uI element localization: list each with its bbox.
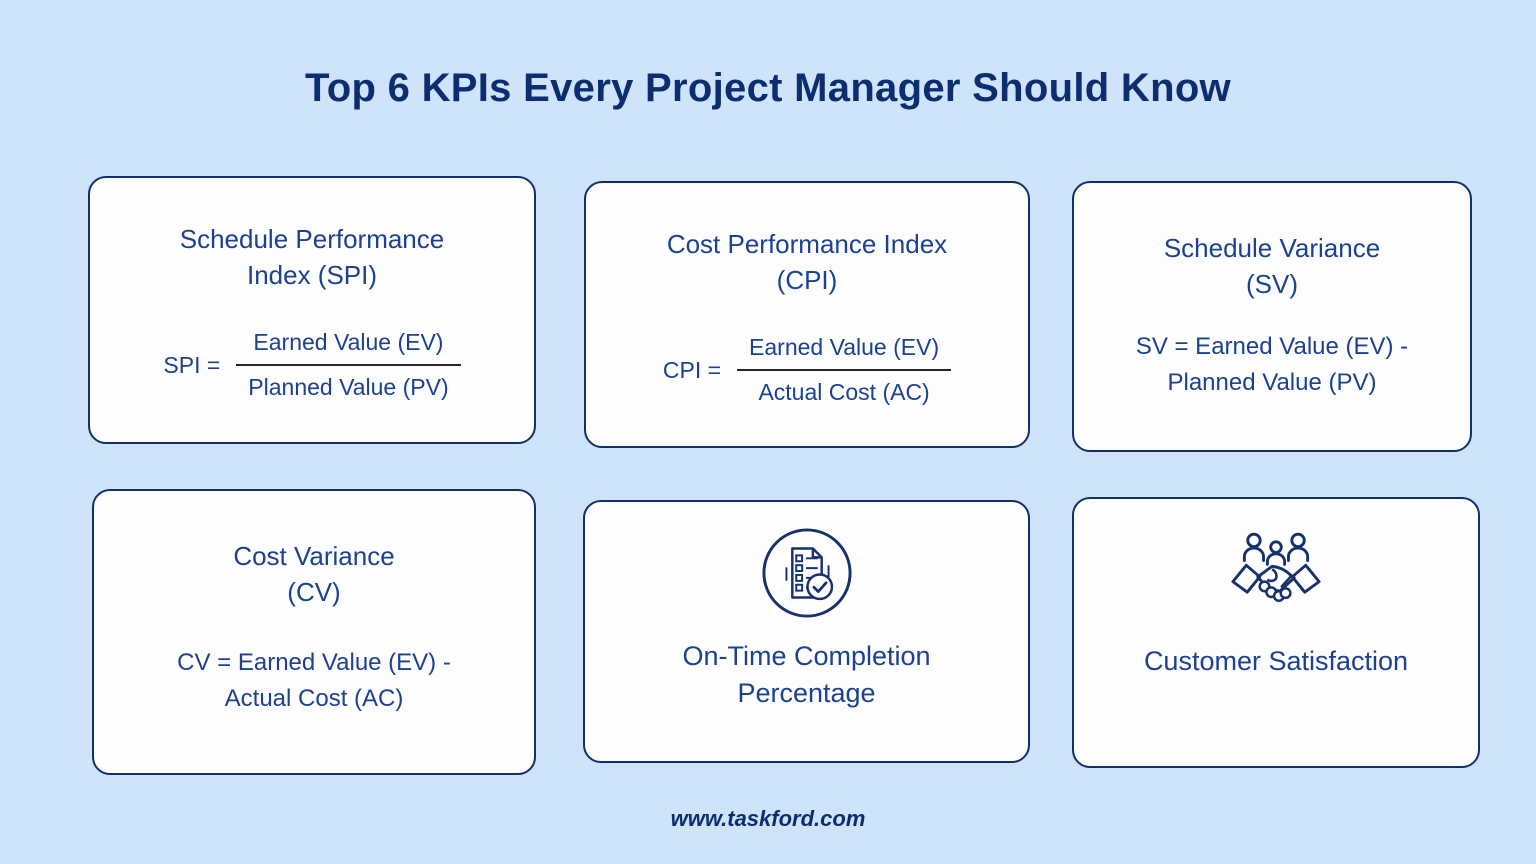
fraction-bar <box>737 369 952 372</box>
page-title: Top 6 KPIs Every Project Manager Should … <box>305 66 1231 110</box>
fraction: Earned Value (EV) Actual Cost (AC) <box>737 331 952 410</box>
formula-line: CV = Earned Value (EV) - <box>177 648 451 676</box>
formula: SPI = Earned Value (EV) Planned Value (P… <box>90 326 534 405</box>
card-title-line: (CV) <box>287 576 341 607</box>
card-title-line: Customer Satisfaction <box>1143 646 1409 676</box>
fraction-numerator: Earned Value (EV) <box>253 328 444 355</box>
card-title: Schedule Performance Index (SPI) <box>90 222 534 294</box>
website-url: www.taskford.com <box>670 806 866 831</box>
formula-prefix: CPI = <box>662 356 722 383</box>
card-title-line: (CPI) <box>776 264 838 295</box>
card-title-line: Schedule Performance <box>179 224 445 254</box>
fraction-denominator: Actual Cost (AC) <box>758 379 930 406</box>
kpi-card-sv: Schedule Variance (SV) SV = Earned Value… <box>1072 181 1472 452</box>
card-title-line: Schedule Variance <box>1163 233 1381 263</box>
fraction-denominator: Planned Value (PV) <box>248 374 449 401</box>
formula: CPI = Earned Value (EV) Actual Cost (AC) <box>586 331 1028 410</box>
card-title-line: Cost Performance Index <box>666 229 948 259</box>
kpi-card-cpi: Cost Performance Index (CPI) CPI = Earne… <box>584 181 1030 448</box>
formula-line: Planned Value (PV) <box>1167 368 1377 396</box>
card-title: Schedule Variance (SV) <box>1074 231 1470 303</box>
fraction-bar <box>236 364 461 367</box>
card-title: Cost Performance Index (CPI) <box>586 227 1028 299</box>
kpi-card-spi: Schedule Performance Index (SPI) SPI = E… <box>88 176 536 444</box>
formula: SV = Earned Value (EV) - Planned Value (… <box>1074 329 1470 401</box>
formula-line: Actual Cost (AC) <box>224 684 404 712</box>
kpi-card-customer-satisfaction: Customer Satisfaction <box>1072 497 1480 768</box>
card-title-line: Index (SPI) <box>246 259 378 290</box>
card-title-line: On-Time Completion <box>682 641 931 671</box>
kpi-card-on-time-completion: On-Time Completion Percentage <box>583 500 1030 763</box>
card-title: Cost Variance (CV) <box>94 539 534 611</box>
card-title: Customer Satisfaction <box>1074 643 1478 680</box>
formula-prefix: SPI = <box>163 351 221 378</box>
fraction-numerator: Earned Value (EV) <box>749 333 940 360</box>
checklist-check-icon <box>585 526 1028 620</box>
formula: CV = Earned Value (EV) - Actual Cost (AC… <box>94 645 534 717</box>
handshake-people-icon <box>1074 527 1478 619</box>
card-title: On-Time Completion Percentage <box>585 638 1028 713</box>
formula-line: SV = Earned Value (EV) - <box>1135 332 1409 360</box>
card-title-line: (SV) <box>1246 268 1298 299</box>
kpi-card-cv: Cost Variance (CV) CV = Earned Value (EV… <box>92 489 536 775</box>
card-title-line: Percentage <box>737 678 876 709</box>
card-title-line: Cost Variance <box>233 541 395 571</box>
fraction: Earned Value (EV) Planned Value (PV) <box>236 326 461 405</box>
